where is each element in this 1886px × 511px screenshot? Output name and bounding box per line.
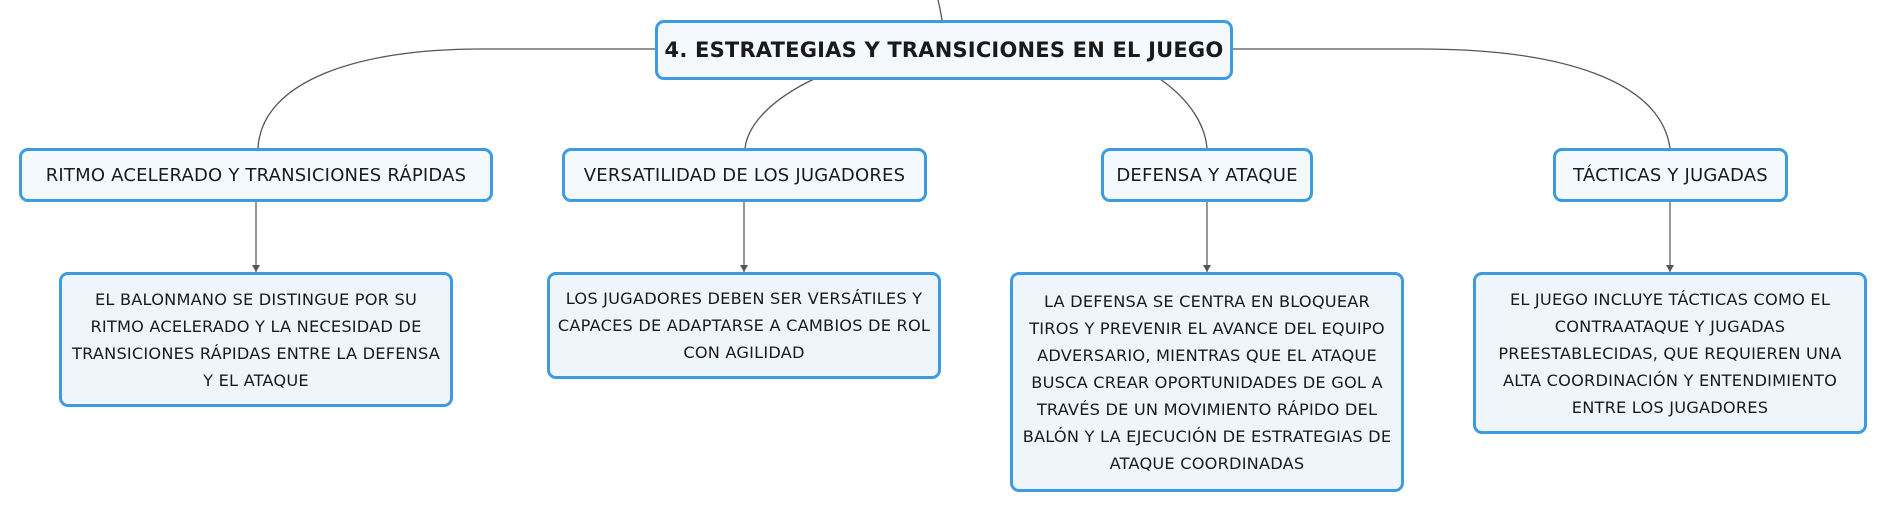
arrowhead-icon — [1666, 265, 1674, 272]
connector-root-branch-1 — [257, 48, 656, 149]
branch-topic-versatilidad[interactable]: VERSATILIDAD DE LOS JUGADORES — [562, 148, 927, 202]
detail-topic-text: EL BALONMANO SE DISTINGUE POR SU RITMO A… — [71, 289, 440, 390]
detail-topic-text: LA DEFENSA SE CENTRA EN BLOQUEAR TIROS Y… — [1022, 291, 1392, 473]
branch-topic-label: TÁCTICAS Y JUGADAS — [1573, 164, 1768, 186]
detail-topic-text: LOS JUGADORES DEBEN SER VERSÁTILES Y CAP… — [557, 289, 931, 362]
branch-topic-label: VERSATILIDAD DE LOS JUGADORES — [583, 164, 906, 186]
arrowhead-icon — [252, 265, 260, 272]
detail-topic-tacticas[interactable]: EL JUEGO INCLUYE TÁCTICAS COMO EL CONTRA… — [1473, 272, 1867, 434]
connector-root-branch-3 — [1159, 78, 1208, 149]
branch-topic-ritmo[interactable]: RITMO ACELERADO Y TRANSICIONES RÁPIDAS — [19, 148, 493, 202]
root-topic-title: 4. ESTRATEGIAS Y TRANSICIONES EN EL JUEG… — [664, 38, 1224, 62]
root-topic[interactable]: 4. ESTRATEGIAS Y TRANSICIONES EN EL JUEG… — [655, 20, 1233, 80]
detail-topic-versatilidad[interactable]: LOS JUGADORES DEBEN SER VERSÁTILES Y CAP… — [547, 272, 941, 379]
connector-root-branch-4 — [1232, 48, 1671, 149]
connector-parent — [937, 0, 943, 21]
detail-topic-text: EL JUEGO INCLUYE TÁCTICAS COMO EL CONTRA… — [1498, 289, 1842, 417]
detail-topic-defensa-ataque[interactable]: LA DEFENSA SE CENTRA EN BLOQUEAR TIROS Y… — [1010, 272, 1404, 492]
arrowhead-icon — [1203, 265, 1211, 272]
branch-topic-label: DEFENSA Y ATAQUE — [1116, 164, 1298, 186]
branch-topic-defensa-ataque[interactable]: DEFENSA Y ATAQUE — [1101, 148, 1313, 202]
branch-topic-label: RITMO ACELERADO Y TRANSICIONES RÁPIDAS — [45, 164, 467, 186]
connector-root-branch-2 — [744, 78, 815, 149]
arrowhead-icon — [740, 265, 748, 272]
branch-topic-tacticas[interactable]: TÁCTICAS Y JUGADAS — [1553, 148, 1788, 202]
detail-topic-ritmo[interactable]: EL BALONMANO SE DISTINGUE POR SU RITMO A… — [59, 272, 453, 407]
